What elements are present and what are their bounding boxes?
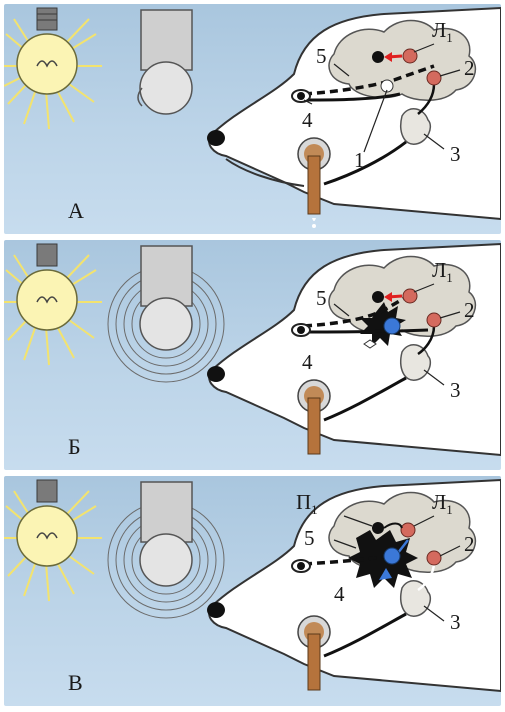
panel-b: Л1 5 2 4 3 Б [4,240,501,470]
bell-icon [138,10,192,114]
visual-center-p1 [372,522,384,534]
bell-icon [108,482,224,618]
label-5: 5 [304,528,315,549]
label-3: 3 [450,380,461,401]
light-bulb-icon [4,244,102,365]
panel-c: П1 Л1 5 2 4 3 В [4,476,501,706]
salivary-center-l1 [401,523,415,537]
label-l1: Л1 [432,20,453,44]
panel-a: Л1 5 2 4 1 3 А [4,4,501,234]
visual-center [372,291,384,303]
panel-label-a: А [68,198,84,224]
label-2: 2 [464,58,475,79]
label-l1: Л1 [432,492,453,516]
visual-center [372,51,384,63]
label-1: 1 [354,150,365,171]
label-l1: Л1 [432,260,453,284]
eye-icon [292,324,310,336]
label-4: 4 [302,110,313,131]
panel-label-c: В [68,670,83,696]
label-3: 3 [450,612,461,633]
auditory-center [384,318,400,334]
label-3: 3 [450,144,461,165]
label-5: 5 [316,46,327,67]
label-4: 4 [334,584,345,605]
light-bulb-icon [4,480,102,601]
panel-label-b: Б [68,434,81,460]
label-2: 2 [464,300,475,321]
label-4: 4 [302,352,313,373]
label-2: 2 [464,534,475,555]
auditory-center [384,548,400,564]
eye-icon [292,90,310,102]
label-5: 5 [316,288,327,309]
salivary-center [427,71,441,85]
light-bulb-icon [4,8,102,129]
salivary-center [427,551,441,565]
label-p1: П1 [296,492,318,516]
bell-icon [108,246,224,382]
eye-icon [292,560,310,572]
salivary-center [427,313,441,327]
